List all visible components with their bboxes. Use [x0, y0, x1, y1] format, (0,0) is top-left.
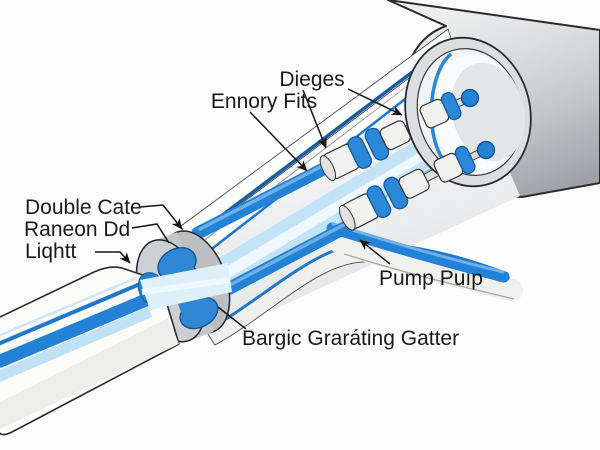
labels: Dieges Ennory Fits Double Cate Raneon Dd… [24, 68, 483, 350]
fiber-component-4 [433, 145, 486, 183]
label-double-cate: Double Cate [25, 196, 142, 219]
label-ennory-fits: Ennory Fits [211, 90, 317, 113]
pump-fiber [326, 222, 510, 283]
signal-stripe-core [217, 129, 462, 283]
label-pump-pup: Pump Puıp [379, 267, 483, 290]
leader-ennory-fits [249, 111, 308, 172]
component-cap-left [338, 205, 356, 231]
component-cylinder-right [398, 168, 430, 199]
component-blue-ring [347, 136, 373, 169]
component-cylinder-right [379, 120, 411, 151]
label-dieges: Dieges [279, 68, 344, 91]
core-stripe-pale [0, 306, 153, 383]
core-thin-blue-line [0, 282, 141, 346]
lower-fiber-highlight [205, 219, 353, 299]
upper-fiber [191, 157, 340, 240]
inner-shading [451, 62, 525, 162]
pump-fiber-band-edge [343, 253, 515, 300]
component-blue-ring [454, 145, 476, 174]
label-raneon-dd: Raneon Dd [24, 218, 130, 241]
component-cap-left [319, 155, 337, 181]
leader-raneon-dd [131, 223, 170, 244]
core-thin-pale-line [0, 276, 137, 338]
pump-fiber-highlight [331, 222, 505, 274]
leader-bargic [217, 306, 247, 330]
jacket-end-face [404, 36, 532, 188]
fiber-component-3 [419, 91, 473, 129]
input-fiber-bottom-shade [0, 318, 179, 430]
fiber-stub [476, 140, 496, 160]
core-stripe-blue [0, 294, 149, 368]
through-disc-core [141, 277, 231, 295]
leader-pump-pup [359, 239, 391, 265]
leader-double-cate [139, 204, 183, 230]
upper-fiber-highlight [198, 159, 334, 231]
leader-lines [95, 88, 403, 330]
fiber-component-2 [338, 151, 471, 231]
label-bargic-grating: Bargic Graráting Gatter [242, 327, 459, 350]
label-light: Liqhtt [25, 240, 77, 263]
leader-light [95, 251, 131, 264]
component-blue-ring [366, 185, 392, 219]
leader-dieges-1 [302, 89, 327, 149]
input-fiber [0, 263, 232, 436]
fiber-stub [460, 88, 480, 108]
leader-dieges-2 [347, 88, 403, 116]
component-blue-ring [440, 91, 462, 121]
